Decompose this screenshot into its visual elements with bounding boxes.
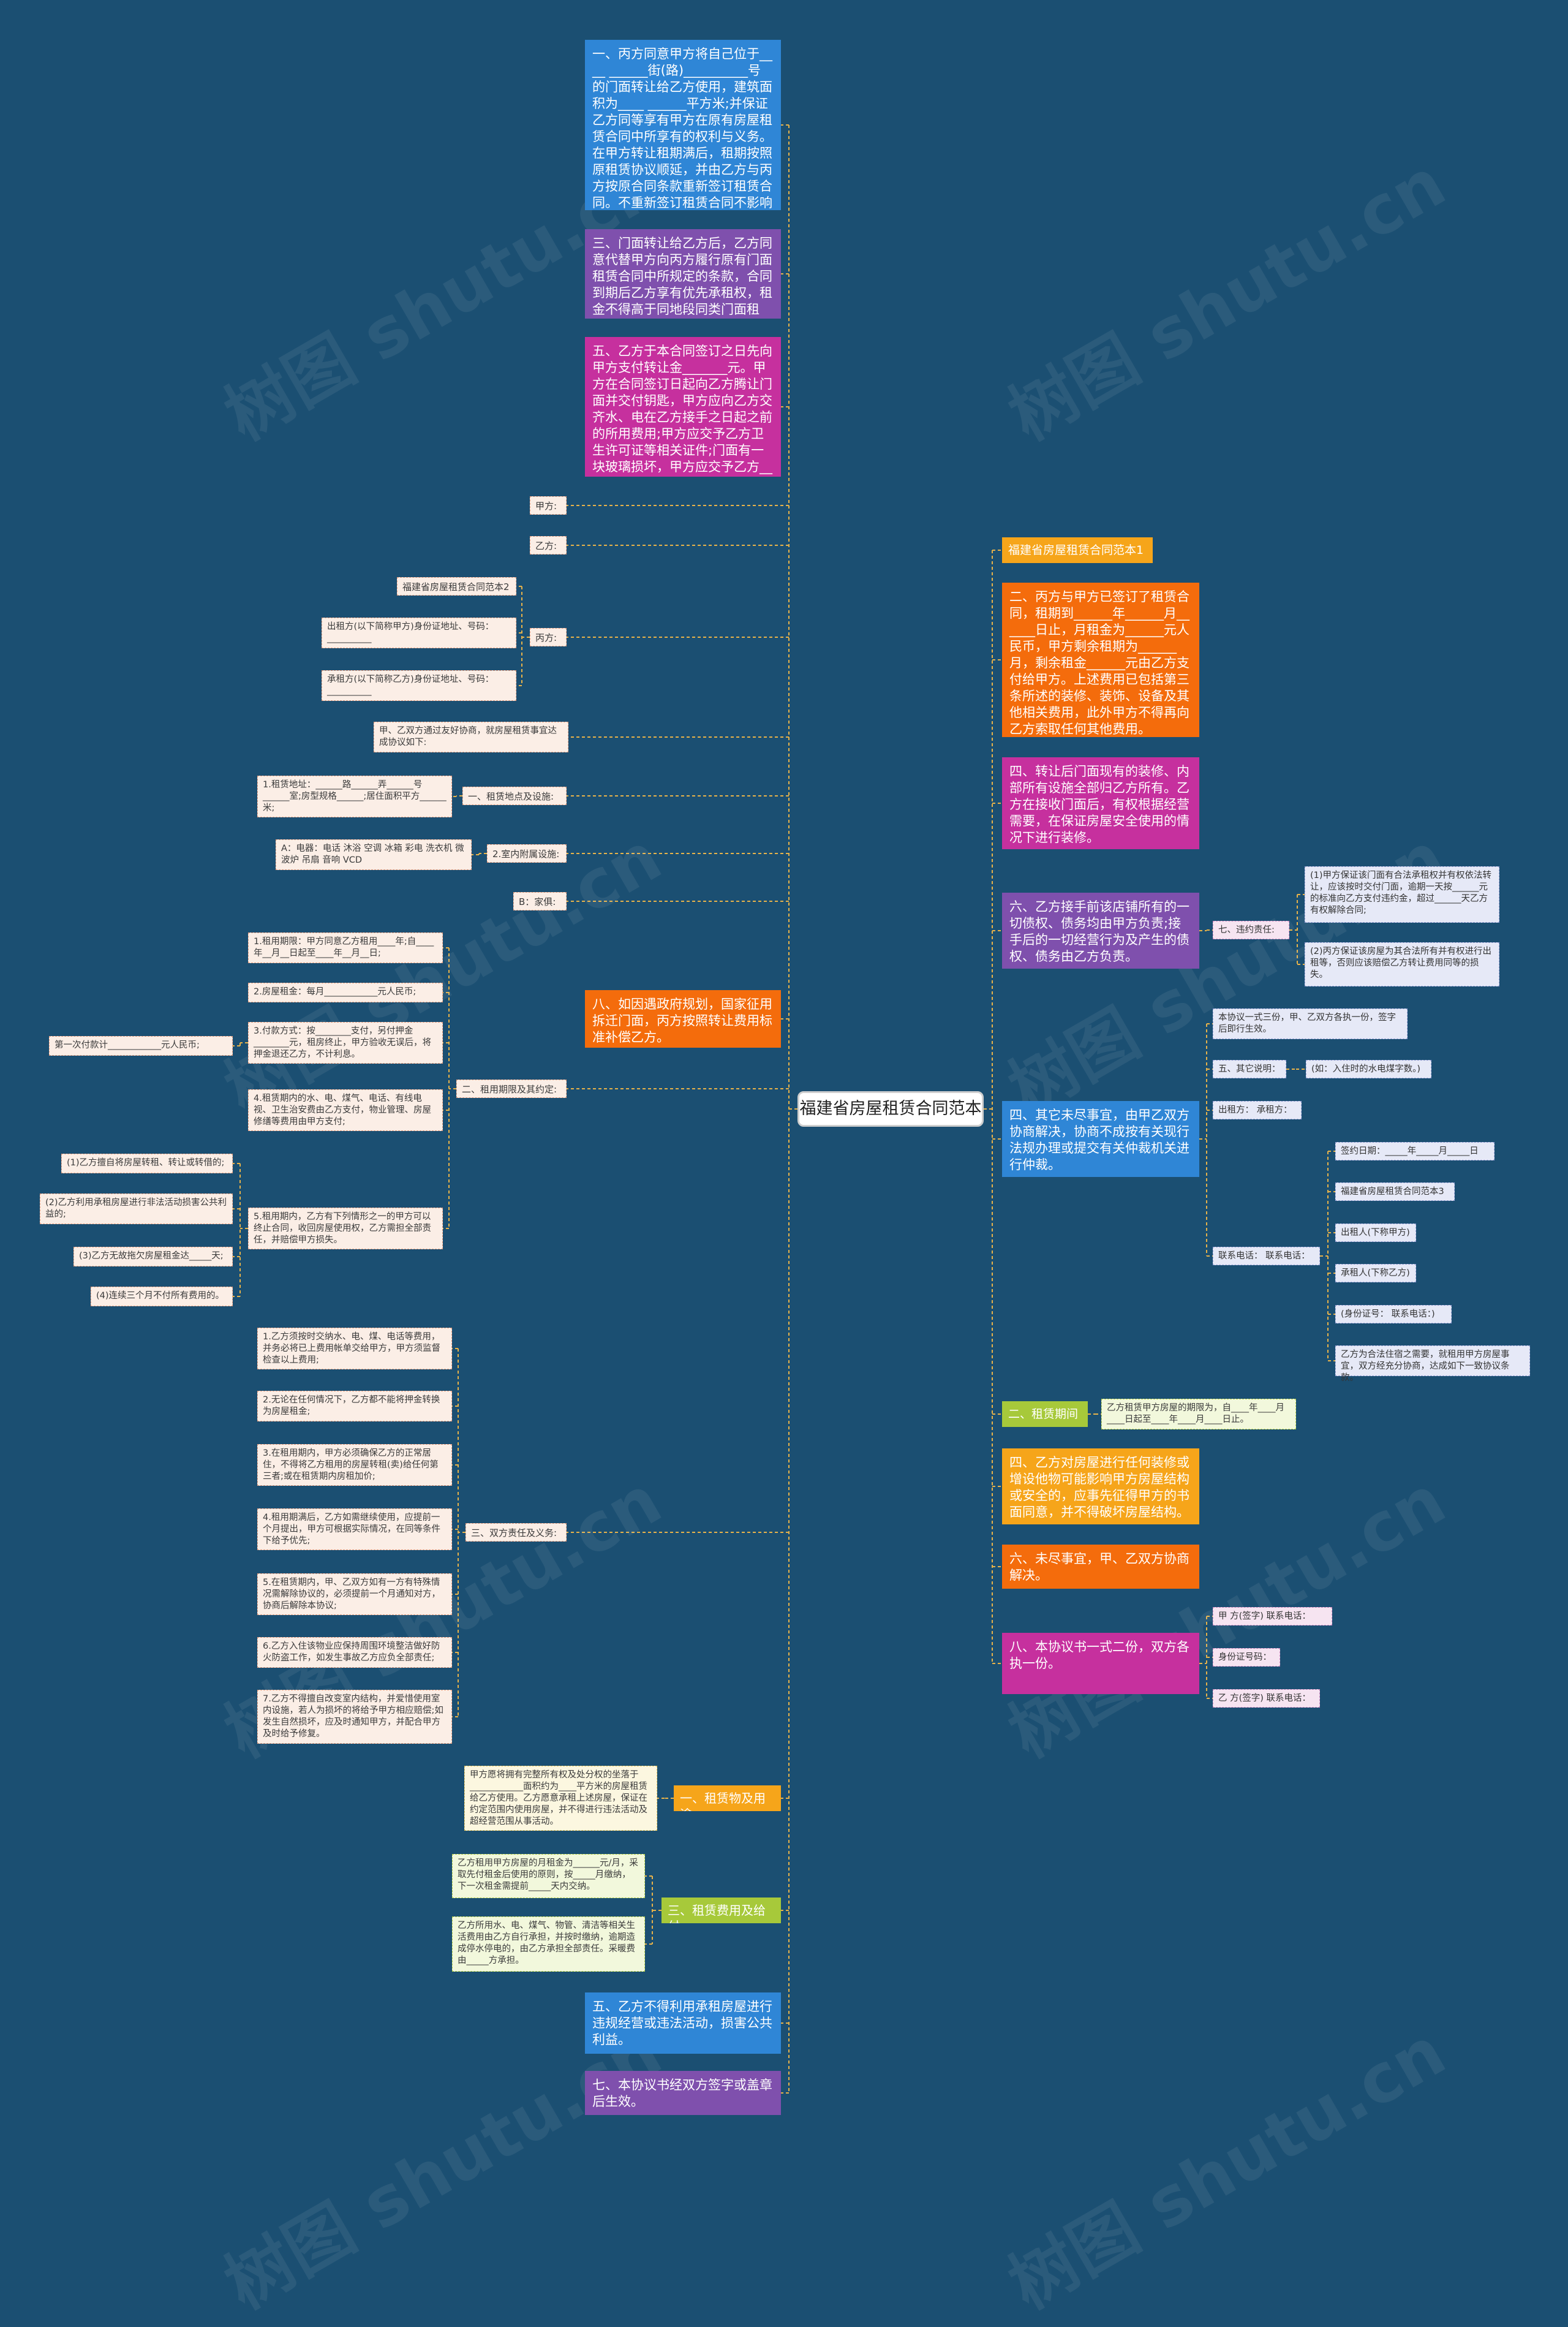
node-lessee[interactable]: 承租人(下称乙方) [1335, 1264, 1416, 1282]
node-clause-6b[interactable]: 六、未尽事宜，甲、乙双方协商解决。 [1002, 1545, 1199, 1589]
node-first-payment[interactable]: 第一次付款计____________元人民币; [49, 1036, 233, 1056]
node-term-cond-2[interactable]: (2)乙方利用承租房屋进行非法活动损害公共利益的; [40, 1194, 233, 1224]
node-clause-2[interactable]: 二、丙方与甲方已签订了租赁合同，租期到______年______月______日… [1002, 583, 1199, 737]
node-lessor-id[interactable]: 出租方(以下简称甲方)身份证地址、号码：__________ [322, 618, 516, 648]
node-term-period[interactable]: 1.租用期限：甲方同意乙方租用____年;自____年__月__日起至____年… [248, 933, 443, 963]
node-liability-1[interactable]: (1)甲方保证该门面有合法承租权并有权依法转让，应该按时交付门面，逾期一天按__… [1305, 866, 1499, 923]
node-lease-address[interactable]: 1.租赁地址：______路______弄______号______室;房型规格… [257, 776, 452, 817]
node-meter-readings[interactable]: (如：入住时的水电煤字数。) [1306, 1060, 1431, 1078]
node-clause-8b[interactable]: 八、本协议书一式二份，双方各执一份。 [1002, 1633, 1199, 1694]
node-attached-facilities[interactable]: 2.室内附属设施: [487, 844, 567, 863]
node-expense-detail[interactable]: 乙方所用水、电、煤气、物管、清洁等相关生活费用由乙方自行承担，并按时缴纳，逾期造… [452, 1916, 645, 1972]
node-lease-period[interactable]: 二、租赁期间 [1002, 1401, 1088, 1427]
node-id-contact[interactable]: (身份证号： 联系电话：) [1335, 1305, 1452, 1323]
node-lessor[interactable]: 出租人(下称甲方) [1335, 1224, 1416, 1242]
node-clause-4[interactable]: 四、转让后门面现有的装修、内部所有设施全部归乙方所有。乙方在接收门面后，有权根据… [1002, 757, 1199, 849]
node-id-number[interactable]: 身份证号码： [1213, 1648, 1280, 1667]
node-term[interactable]: 二、租用期限及其约定: [456, 1080, 567, 1098]
node-clause-4b[interactable]: 四、其它未尽事宜，由甲乙双方协商解决，协商不成按有关现行法规办理或提交有关仲裁机… [1002, 1101, 1199, 1177]
node-termination[interactable]: 5.租用期内，乙方有下列情形之一的甲方可以终止合同，收回房屋使用权，乙方需担全部… [248, 1208, 443, 1249]
node-contact[interactable]: 联系电话： 联系电话： [1213, 1247, 1320, 1265]
node-utilities[interactable]: 4.租赁期内的水、电、煤气、电话、有线电视、卫生治安费由乙方支付，物业管理、房屋… [248, 1089, 443, 1131]
node-template-2[interactable]: 福建省房屋租赁合同范本2 [397, 577, 516, 596]
node-rent-detail[interactable]: 乙方租用甲方房屋的月租金为______元/月，采取先付租金后使用的原则，按___… [452, 1854, 645, 1898]
node-duty-7[interactable]: 7.乙方不得擅自改变室内结构，并爱惜使用室内设施，若人为损坏的将给予甲方相应赔偿… [257, 1690, 452, 1744]
node-duty-4[interactable]: 4.租用期满后，乙方如需继续使用，应提前一个月提出，甲方可根据实际情况，在同等条… [257, 1508, 452, 1550]
node-clause-6[interactable]: 六、乙方接手前该店铺所有的一切债权、债务均由甲方负责;接手后的一切经营行为及产生… [1002, 893, 1199, 969]
node-sign-b[interactable]: 乙 方(签字) 联系电话： [1213, 1689, 1320, 1708]
node-furniture[interactable]: B：家俱: [513, 892, 567, 910]
node-duty-1[interactable]: 1.乙方须按时交纳水、电、煤、电话等费用，并务必将已上费用帐单交给甲方，甲方须监… [257, 1328, 452, 1369]
node-party-a[interactable]: 甲方: [530, 496, 567, 515]
node-lease-fee[interactable]: 三、租赁费用及给付 [662, 1898, 781, 1923]
node-clause-3[interactable]: 三、门面转让给乙方后，乙方同意代替甲方向丙方履行原有门面租赁合同中所规定的条款，… [585, 229, 781, 319]
node-sign-date[interactable]: 签约日期：_____年_____月_____日 [1335, 1142, 1494, 1160]
node-term-cond-3[interactable]: (3)乙方无故拖欠房屋租金达_____天; [74, 1247, 233, 1266]
node-clause-7[interactable]: 七、本协议书经双方签字或盖章后生效。 [585, 2071, 781, 2115]
node-copies[interactable]: 本协议一式三份，甲、乙双方各执一份，签字后即行生效。 [1213, 1008, 1408, 1039]
node-party-c[interactable]: 丙方: [530, 628, 567, 646]
node-duty-6[interactable]: 6.乙方入住该物业应保持周围环境整洁做好防火防盗工作，如发生事故乙方应负全部责任… [257, 1637, 452, 1668]
node-appliances[interactable]: A：电器：电话 沐浴 空调 冰箱 彩电 洗衣机 微波炉 吊扇 音响 VCD [276, 839, 472, 870]
node-term-cond-1[interactable]: (1)乙方擅自将房屋转租、转让或转借的; [61, 1154, 233, 1173]
node-rent[interactable]: 2.房屋租金：每月____________元人民币; [248, 983, 443, 1002]
node-lessee-id[interactable]: 承租方(以下简称乙方)身份证地址、号码：__________ [322, 670, 516, 701]
node-other-notes[interactable]: 五、其它说明： [1213, 1060, 1286, 1078]
node-lease-object[interactable]: 一、租赁物及用途 [674, 1785, 781, 1811]
node-liability[interactable]: 七、违约责任: [1213, 921, 1289, 939]
node-signatories[interactable]: 出租方： 承租方： [1213, 1101, 1302, 1119]
node-duty-2[interactable]: 2.无论在任何情况下，乙方都不能将押金转换为房屋租金; [257, 1391, 452, 1421]
node-lease-object-detail[interactable]: 甲方愿将拥有完整所有权及处分权的坐落于____________面积约为____平… [464, 1766, 657, 1831]
node-template-1[interactable]: 福建省房屋租赁合同范本1 [1002, 537, 1153, 563]
node-clause-8[interactable]: 八、如因遇政府规划，国家征用拆迁门面，丙方按照转让费用标准补偿乙方。 [585, 990, 781, 1048]
node-term-cond-4[interactable]: (4)连续三个月不付所有费用的。 [91, 1287, 233, 1306]
node-sign-a[interactable]: 甲 方(签字) 联系电话： [1213, 1607, 1332, 1625]
node-agreement-intro[interactable]: 甲、乙双方通过友好协商，就房屋租赁事宜达成协议如下: [374, 722, 568, 752]
node-clause-5b[interactable]: 五、乙方不得利用承租房屋进行违规经营或违法活动，损害公共利益。 [585, 1992, 781, 2054]
node-template-3[interactable]: 福建省房屋租赁合同范本3 [1335, 1182, 1455, 1201]
node-payment[interactable]: 3.付款方式：按________支付，另付押金________元，租房终止，甲方… [248, 1022, 443, 1064]
node-clause-1[interactable]: 一、丙方同意甲方将自己位于____ ______街(路)__________号的… [585, 40, 781, 210]
node-lease-period-detail[interactable]: 乙方租赁甲方房屋的期限为，自____年____月____日起至____年____… [1101, 1399, 1296, 1429]
connector-lines [233, 124, 1335, 2094]
node-duty-5[interactable]: 5.在租赁期内，甲、乙双方如有一方有特殊情况需解除协议的，必须提前一个月通知对方… [257, 1573, 452, 1615]
root-topic[interactable]: 福建省房屋租赁合同范本 [797, 1091, 984, 1127]
node-location-facilities[interactable]: 一、租赁地点及设施: [462, 787, 567, 805]
node-clause-4c[interactable]: 四、乙方对房屋进行任何装修或增设他物可能影响甲方房屋结构或安全的，应事先征得甲方… [1002, 1448, 1199, 1524]
node-clause-5[interactable]: 五、乙方于本合同签订之日先向甲方支付转让金_______元。甲方在合同签订日起向… [585, 337, 781, 477]
node-liability-2[interactable]: (2)丙方保证该房屋为其合法所有并有权进行出租等，否则应该赔偿乙方转让费用同等的… [1305, 942, 1499, 986]
node-responsibilities[interactable]: 三、双方责任及义务: [466, 1523, 567, 1542]
node-duty-3[interactable]: 3.在租用期内，甲方必须确保乙方的正常居住，不得将乙方租用的房屋转租(卖)给任何… [257, 1444, 452, 1486]
node-purpose[interactable]: 乙方为合法住宿之需要，就租用甲方房屋事宜，双方经充分协商，达成如下一致协议条款。 [1335, 1345, 1530, 1383]
node-party-b[interactable]: 乙方: [530, 536, 567, 554]
